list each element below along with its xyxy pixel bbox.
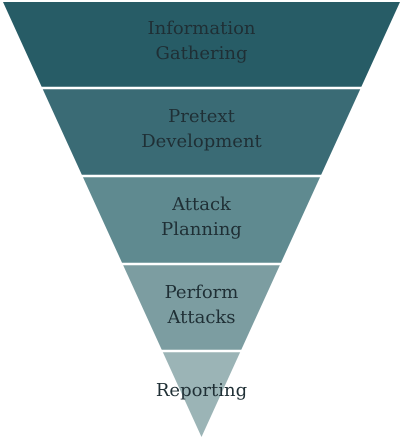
funnel-segment-0 <box>3 2 400 88</box>
stage-label-line: Attacks <box>167 307 236 328</box>
stage-label-line: Pretext <box>168 106 235 127</box>
funnel-segment-3 <box>122 264 281 351</box>
stage-label-line: Reporting <box>155 380 248 401</box>
stage-label-line: Perform <box>164 282 239 303</box>
stage-label-information-gathering: Information Gathering <box>102 16 302 66</box>
stage-label-pretext-development: Pretext Development <box>102 104 302 154</box>
stage-label-reporting: Reporting <box>102 378 302 403</box>
funnel-segment-2 <box>82 176 321 264</box>
funnel-segment-1 <box>42 88 361 176</box>
stage-label-line: Development <box>141 131 262 152</box>
stage-label-line: Attack <box>172 194 231 215</box>
stage-label-line: Planning <box>161 219 242 240</box>
stage-label-line: Gathering <box>155 43 248 64</box>
funnel-segment-4 <box>162 351 241 437</box>
stage-label-perform-attacks: Perform Attacks <box>102 280 302 330</box>
stage-label-attack-planning: Attack Planning <box>102 192 302 242</box>
stage-label-line: Information <box>147 18 256 39</box>
